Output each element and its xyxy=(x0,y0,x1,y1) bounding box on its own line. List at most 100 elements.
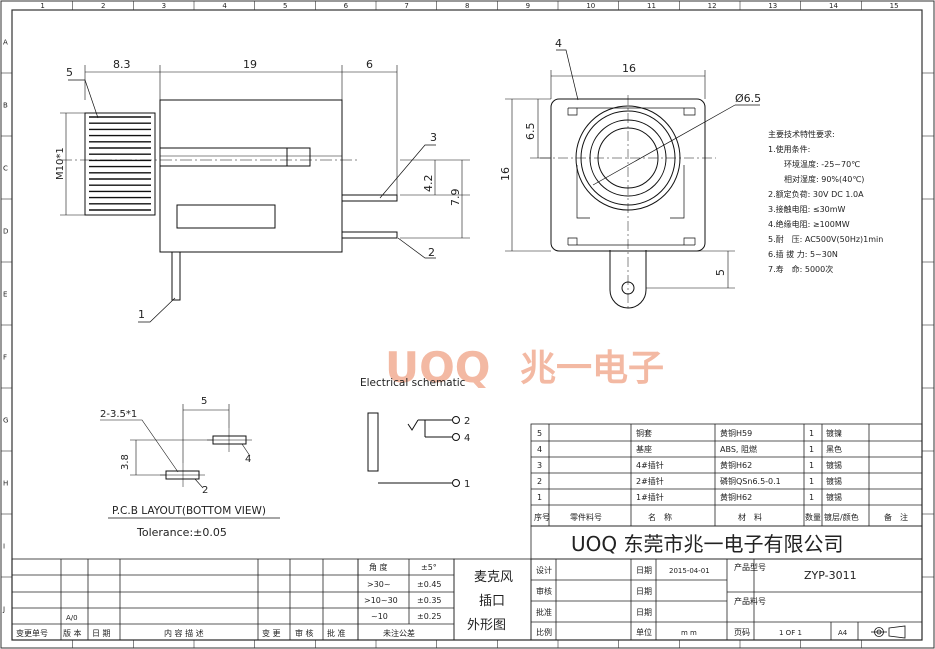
bom-header-material: 材 料 xyxy=(738,512,762,522)
row-letter: E xyxy=(3,291,7,299)
column-number: 4 xyxy=(222,2,227,10)
column-number: 3 xyxy=(162,2,166,10)
bom-cell-material: 黄铜H62 xyxy=(720,460,752,470)
product-code-label: 产品料号 xyxy=(734,596,766,606)
column-number: 8 xyxy=(465,2,469,10)
column-number: 13 xyxy=(768,2,777,10)
dim-6: 6 xyxy=(366,58,373,71)
bom-header-no: 序号 xyxy=(534,512,550,522)
check-label: 审核 xyxy=(536,586,552,596)
scale-label: 比例 xyxy=(536,627,552,637)
rev-header-change: 变 更 xyxy=(262,628,281,638)
dim-16-top: 16 xyxy=(622,62,636,75)
tol-range: >30~ xyxy=(367,580,391,589)
rev-header-approve: 批 准 xyxy=(327,628,346,638)
bom-cell-name: 4#插针 xyxy=(636,460,664,470)
bom-cell-qty: 1 xyxy=(809,493,814,502)
date-value: 2015-04-01 xyxy=(669,567,710,575)
dim-6-5: 6.5 xyxy=(524,123,537,141)
rev-header-review: 审 核 xyxy=(295,628,314,638)
spec-line: 1.使用条件: xyxy=(768,144,810,154)
watermark: UOQ 兆一电子 xyxy=(385,343,664,392)
callout-3: 3 xyxy=(430,131,437,144)
side-view xyxy=(60,65,470,323)
pcb-tolerance: Tolerance:±0.05 xyxy=(136,526,227,539)
bom-cell-no: 4 xyxy=(537,445,542,454)
spec-line: 相对湿度: 90%(40℃) xyxy=(784,174,864,184)
dim-19: 19 xyxy=(243,58,257,71)
spec-line: 3.接触电阻: ≤30mW xyxy=(768,204,846,214)
tol-range: ~10 xyxy=(371,612,388,621)
tol-value: ±0.35 xyxy=(417,596,442,605)
schematic-pin-4: 4 xyxy=(464,433,470,444)
bom-cell-no: 3 xyxy=(537,461,542,470)
callout-5: 5 xyxy=(66,66,73,79)
column-number: 11 xyxy=(647,2,656,10)
bom-cell-qty: 1 xyxy=(809,461,814,470)
callout-2: 2 xyxy=(428,246,435,259)
column-number: 10 xyxy=(586,2,595,10)
pcb-pin-2: 2 xyxy=(202,485,208,496)
date-label: 日期 xyxy=(636,608,652,617)
unit-value: m m xyxy=(681,629,697,637)
column-number: 14 xyxy=(829,2,838,10)
product-name-line: 麦克风 xyxy=(474,570,513,585)
title-block xyxy=(453,525,923,641)
page-label: 页码 xyxy=(734,628,750,637)
column-number: 15 xyxy=(890,2,899,10)
bom-cell-name: 基座 xyxy=(636,444,652,454)
bom-cell-material: 黄铜H62 xyxy=(720,492,752,502)
tol-footer: 未注公差 xyxy=(383,628,415,638)
column-number: 12 xyxy=(708,2,717,10)
bom-header-note: 备 注 xyxy=(884,512,908,522)
size-value: A4 xyxy=(838,629,848,637)
date-label: 日期 xyxy=(636,566,652,575)
spec-line: 4.绝缘电阻: ≥100MW xyxy=(768,219,850,229)
watermark-latin: UOQ xyxy=(385,343,491,392)
company-name: UOQ 东莞市兆一电子有限公司 xyxy=(571,532,843,556)
row-letter: H xyxy=(3,480,8,488)
rev-version: A/0 xyxy=(66,614,78,622)
approve-label: 批准 xyxy=(536,607,552,617)
bom-cell-material: ABS, 阻燃 xyxy=(720,444,757,454)
row-letter: A xyxy=(3,39,8,47)
dim-7-9: 7.9 xyxy=(449,189,462,207)
front-view xyxy=(505,49,760,310)
rev-header-date: 日 期 xyxy=(92,629,111,638)
bom-cell-finish: 黑色 xyxy=(826,444,842,454)
bom-cell-qty: 1 xyxy=(809,477,814,486)
callout-1: 1 xyxy=(138,308,145,321)
row-letter: G xyxy=(3,417,8,425)
callout-4: 4 xyxy=(555,37,562,50)
bom-cell-name: 1#插针 xyxy=(636,492,664,502)
bom-header-qty: 数量 xyxy=(805,512,821,522)
dim-8-3: 8.3 xyxy=(113,58,131,71)
spec-line: 5.耐 压: AC500V(50Hz)1min xyxy=(768,234,883,244)
page-value: 1 OF 1 xyxy=(779,629,802,637)
bom-cell-material: 黄铜H59 xyxy=(720,428,752,438)
row-letter: D xyxy=(3,228,8,236)
schematic-diagram xyxy=(367,412,460,487)
rev-header-change-no: 变更单号 xyxy=(16,628,48,638)
bom-header-code: 零件料号 xyxy=(570,512,602,522)
row-letter: I xyxy=(3,543,5,551)
unit-label: 单位 xyxy=(636,627,652,637)
bom-cell-finish: 镀锡 xyxy=(826,492,842,502)
product-model-label: 产品型号 xyxy=(734,562,766,572)
pcb-layout xyxy=(100,404,280,519)
bom-cell-name: 2#插针 xyxy=(636,476,664,486)
dim-16-side: 16 xyxy=(499,167,512,181)
column-number: 1 xyxy=(40,2,44,10)
bom-cell-name: 铜套 xyxy=(636,428,652,438)
pcb-dim-3-8: 3.8 xyxy=(120,454,131,470)
row-letter: C xyxy=(3,165,8,173)
tol-value: ±0.25 xyxy=(417,612,442,621)
spec-line: 7.寿 命: 5000次 xyxy=(768,264,833,274)
schematic-pin-2: 2 xyxy=(464,416,470,427)
tol-header-value: ±5° xyxy=(421,563,437,572)
watermark-cjk: 兆一电子 xyxy=(520,348,664,389)
spec-title: 主要技术特性要求: xyxy=(768,129,835,139)
